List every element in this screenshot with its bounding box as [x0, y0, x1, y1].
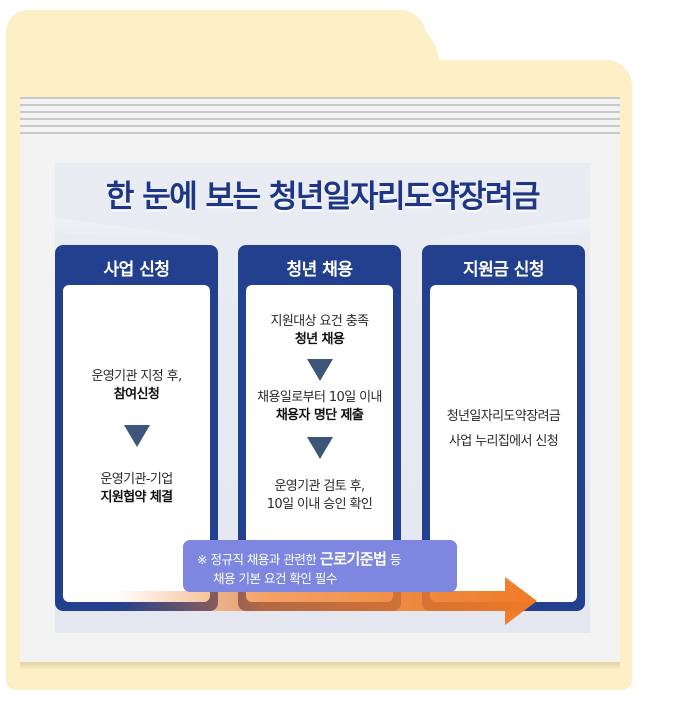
down-arrow-icon [123, 425, 150, 447]
note-suffix: 등 [389, 552, 402, 567]
note-highlight: 근로기준법 [319, 550, 387, 568]
column-card: 운영기관 지정 후, 참여신청 운영기관-기업 지원협약 체결 [63, 285, 210, 602]
step-text-bold: 채용자 명단 제출 [275, 408, 364, 423]
step-text: 운영기관-기업 [100, 472, 173, 487]
step-text: 채용일로부터 10일 이내 [257, 390, 382, 405]
infographic: 한 눈에 보는 청년일자리도약장려금 사업 신청 운영기관 지정 후, 참여신청… [55, 163, 590, 633]
step-text: 청년일자리도약장려금 [446, 409, 561, 424]
header-stripes [20, 97, 620, 135]
step-text-bold: 청년 채용 [294, 332, 345, 347]
column-subsidy-application: 지원금 신청 청년일자리도약장려금 사업 누리집에서 신청 [422, 245, 585, 611]
step-text: 10일 이내 승인 확인 [266, 497, 373, 512]
down-arrow-icon [306, 359, 333, 381]
step-text: 지원대상 요건 충족 [270, 314, 370, 329]
step-text: 사업 누리집에서 신청 [448, 434, 559, 449]
column-header: 청년 채용 [286, 260, 353, 280]
right-arrow-icon [115, 577, 537, 625]
infographic-title: 한 눈에 보는 청년일자리도약장려금 [105, 179, 541, 215]
note-line: 채용 기본 요건 확인 필수 [213, 571, 337, 586]
step-text-bold: 참여신청 [113, 387, 160, 402]
column-header: 지원금 신청 [462, 260, 545, 280]
step-text: 운영기관 지정 후, [91, 369, 182, 384]
column-header: 사업 신청 [103, 260, 170, 280]
note-line: ※ 정규직 채용과 관련한 근로기준법 등 [197, 548, 401, 569]
step-text-bold: 지원협약 체결 [100, 490, 173, 505]
requirements-note: ※ 정규직 채용과 관련한 근로기준법 등 채용 기본 요건 확인 필수 [183, 540, 457, 592]
panel-shadow [20, 662, 620, 670]
note-prefix: ※ 정규직 채용과 관련한 [197, 552, 317, 567]
down-arrow-icon [306, 437, 333, 459]
step-text: 운영기관 검토 후, [274, 479, 365, 494]
